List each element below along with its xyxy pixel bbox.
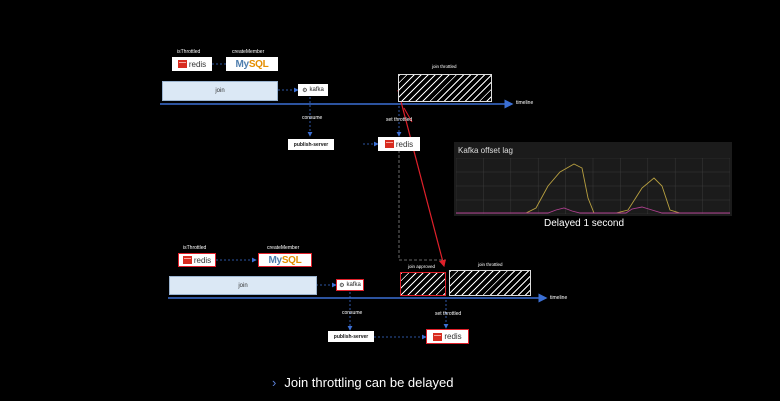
top-kafka-logo: ⚙kafka xyxy=(298,84,328,96)
redis-cube-icon xyxy=(182,256,192,264)
delay-arrow xyxy=(397,89,446,268)
top-join-box: join xyxy=(162,81,278,101)
bottom-join-box: join xyxy=(169,276,317,295)
bottom-publish-server-box: publish-server xyxy=(328,331,374,342)
bottom-is-throttled-label: isThrottled xyxy=(183,245,207,251)
bottom-join-approved-label: join approved xyxy=(408,264,436,269)
bottom-create-member-label: createMember xyxy=(267,245,300,251)
redis-cube-icon xyxy=(177,60,187,68)
top-set-throttled-label: set throttled xyxy=(386,117,413,123)
slide-caption: › Join throttling can be delayed xyxy=(272,375,453,390)
kafka-icon: ⚙ xyxy=(339,282,345,289)
chart-title: Kafka offset lag xyxy=(458,146,513,155)
bottom-join-throttled-window xyxy=(449,270,531,296)
bottom-mysql-logo: MySQL xyxy=(258,253,312,267)
kafka-icon: ⚙ xyxy=(302,87,308,94)
top-timeline-label: timeline xyxy=(516,100,534,106)
chart-series-b-line xyxy=(456,206,730,214)
bottom-join-approved-window xyxy=(400,272,446,296)
bottom-timeline-label: timeline xyxy=(550,295,568,301)
bottom-redis-logo: redis xyxy=(178,253,216,267)
bullet-icon: › xyxy=(272,375,277,390)
chart-caption: Delayed 1 second xyxy=(544,218,625,229)
top-consume-label: consume xyxy=(302,115,323,121)
top-redis-logo: redis xyxy=(172,57,212,71)
redis-cube-icon xyxy=(433,332,443,341)
bottom-kafka-logo: ⚙kafka xyxy=(336,279,364,291)
top-mysql-logo: MySQL xyxy=(226,57,278,71)
lag-chart-plot xyxy=(456,158,730,214)
slide-caption-text: Join throttling can be delayed xyxy=(284,375,454,390)
top-redis-2-logo: redis xyxy=(378,137,420,151)
bottom-join-throttled-label: join throttled xyxy=(478,262,503,267)
top-join-throttled-window xyxy=(398,74,492,102)
top-join-throttled-label: join throttled xyxy=(432,64,457,69)
top-publish-server-box: publish-server xyxy=(288,139,334,150)
bottom-consume-label: consume xyxy=(342,310,363,316)
redis-cube-icon xyxy=(384,140,394,148)
top-is-throttled-label: isThrottled xyxy=(177,49,201,55)
bottom-redis-2-logo: redis xyxy=(426,329,469,344)
top-create-member-label: createMember xyxy=(232,49,265,55)
bottom-set-throttled-label: set throttled xyxy=(435,311,462,317)
